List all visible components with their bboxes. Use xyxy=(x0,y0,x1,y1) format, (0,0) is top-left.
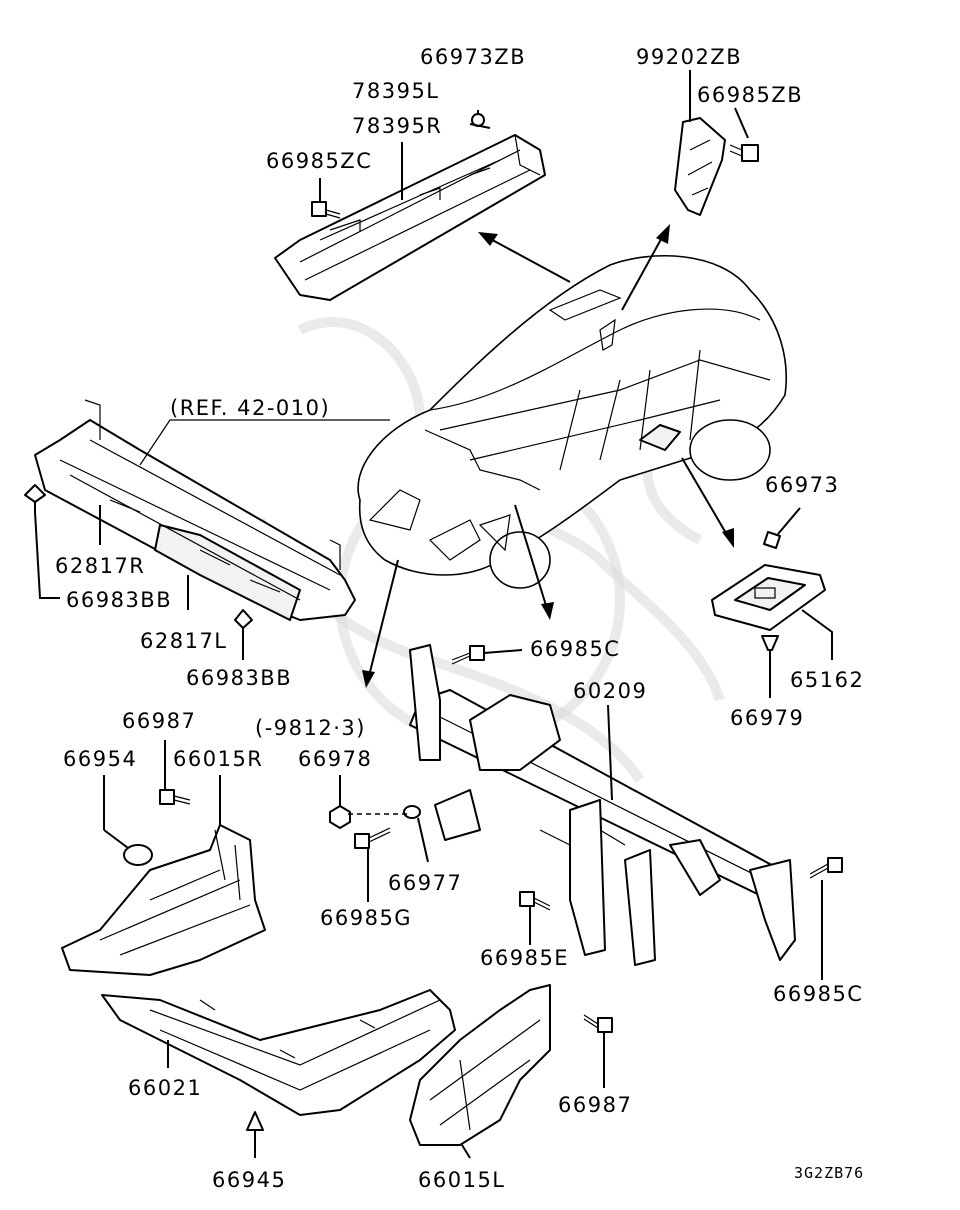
dash-panel-62817 xyxy=(34,399,356,621)
washer-66977 xyxy=(403,805,429,863)
label-66985C-b: 66985C xyxy=(773,982,863,1006)
bracket-99202ZB xyxy=(674,117,726,216)
label-78395R: 78395R xyxy=(352,114,442,138)
nut-66978 xyxy=(329,805,351,829)
label-65162: 65162 xyxy=(790,668,864,692)
label-66945: 66945 xyxy=(212,1168,286,1192)
label-66978: 66978 xyxy=(298,747,372,771)
label-66973ZB: 66973ZB xyxy=(420,45,526,69)
label-66987-b: 66987 xyxy=(558,1093,632,1117)
car-body-illustration xyxy=(357,254,788,589)
side-cover-66015R xyxy=(61,824,266,976)
clip-66979 xyxy=(761,635,779,698)
steering-support-crossmember-60209 xyxy=(409,644,796,966)
label-60209: 60209 xyxy=(573,679,647,703)
bolt-66985E xyxy=(519,891,551,911)
label-78395L: 78395L xyxy=(352,79,440,103)
label-66985ZB: 66985ZB xyxy=(697,83,803,107)
arrows xyxy=(362,224,734,688)
label-66985C-a: 66985C xyxy=(530,637,620,661)
clip-66987-bottom xyxy=(583,1014,613,1033)
label-66987-a: 66987 xyxy=(122,709,196,733)
plug-66954 xyxy=(123,844,153,866)
bolt-66985ZB xyxy=(729,144,759,162)
service-lid-65162 xyxy=(711,564,826,631)
label-62817L: 62817L xyxy=(140,629,228,653)
label-66015R: 66015R xyxy=(173,747,263,771)
bolt-66985G xyxy=(354,827,391,849)
label-62817R: 62817R xyxy=(55,554,145,578)
label-66015L: 66015L xyxy=(418,1168,506,1192)
screw-66973ZB xyxy=(469,110,491,129)
side-cover-66015L xyxy=(409,984,551,1146)
label-66985ZC: 66985ZC xyxy=(266,149,372,173)
label-66977: 66977 xyxy=(388,871,462,895)
diagram-code: 3G2ZB76 xyxy=(794,1164,864,1182)
label-66021: 66021 xyxy=(128,1076,202,1100)
label-66973: 66973 xyxy=(765,473,839,497)
label-66954: 66954 xyxy=(63,747,137,771)
label-66985E: 66985E xyxy=(480,946,569,970)
bolt-66985C-right xyxy=(809,857,843,879)
bolt-66985ZC xyxy=(311,201,341,219)
clip-66987-left xyxy=(159,789,191,805)
clip-66945 xyxy=(246,1111,264,1158)
label-99202ZB: 99202ZB xyxy=(636,45,742,69)
clip-66983BB-left xyxy=(24,484,46,512)
cowl-top-panel xyxy=(274,134,546,301)
label-66985G: 66985G xyxy=(320,906,412,930)
label-66979: 66979 xyxy=(730,706,804,730)
bolt-66985C-top xyxy=(451,645,485,665)
engine-undercover-66021 xyxy=(101,989,456,1116)
label-ref-42-010: (REF. 42-010) xyxy=(170,396,330,420)
label-66983BB-b: 66983BB xyxy=(186,666,292,690)
clip-66983BB-right xyxy=(234,609,253,660)
screw-66973 xyxy=(763,507,801,549)
label-9812-3: (-9812·3) xyxy=(255,716,366,740)
label-66983BB-a: 66983BB xyxy=(66,588,172,612)
